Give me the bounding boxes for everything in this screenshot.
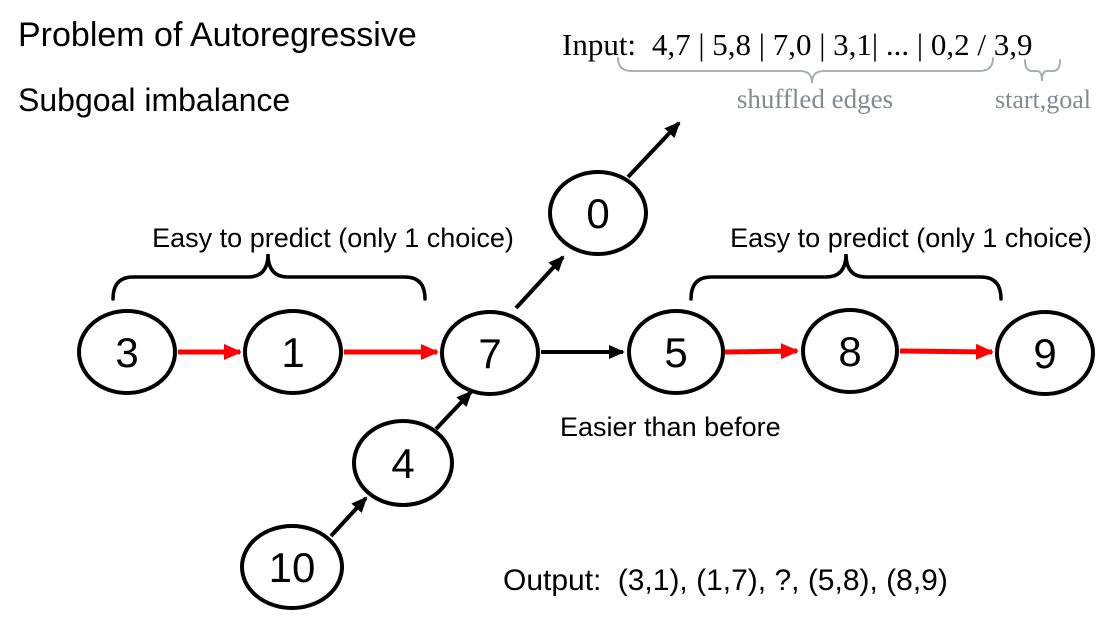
page-title: Problem of Autoregressive: [18, 16, 417, 54]
input-label: Input:: [562, 27, 636, 62]
start-goal-label: start,goal: [995, 85, 1091, 114]
input-sequence: 4,7 | 5,8 | 7,0 | 3,1| ... | 0,2 / 3,9: [652, 27, 1033, 62]
easy-to-predict-left-label: Easy to predict (only 1 choice): [152, 223, 514, 253]
node-4-label: 4: [391, 440, 414, 487]
node-8-label: 8: [838, 328, 861, 375]
edge-8-9: [899, 343, 994, 360]
input-line: Input: 4,7 | 5,8 | 7,0 | 3,1| ... | 0,2 …: [562, 27, 1032, 62]
output-sequence: (3,1), (1,7), ?, (5,8), (8,9): [618, 564, 948, 597]
node-7: 7: [440, 310, 540, 396]
edge-0-input: [626, 121, 681, 179]
node-8: 8: [801, 308, 899, 394]
node-10: 10: [240, 524, 344, 610]
node-5-circle: [627, 309, 725, 395]
node-9-circle: [995, 310, 1095, 396]
edge-5-8: [724, 343, 799, 360]
edge-10-4: [329, 496, 368, 538]
node-9: 9: [995, 310, 1095, 396]
node-10-circle: [240, 524, 344, 610]
easier-than-before-label: Easier than before: [560, 412, 781, 442]
node-7-label: 7: [478, 330, 501, 377]
node-0-circle: [548, 170, 648, 256]
page-subtitle: Subgoal imbalance: [18, 82, 290, 118]
node-4: 4: [352, 419, 454, 507]
node-10-label: 10: [269, 544, 316, 591]
node-4-circle: [352, 419, 454, 507]
shuffled-edges-underbrace: [617, 57, 994, 84]
shuffled-edges-label: shuffled edges: [737, 84, 893, 114]
edge-4-7: [434, 390, 473, 431]
node-5: 5: [627, 309, 725, 395]
node-9-label: 9: [1033, 330, 1056, 377]
node-3-label: 3: [115, 329, 138, 376]
easy-left-overbrace: [111, 253, 427, 301]
node-3: 3: [77, 309, 177, 395]
node-3-circle: [77, 309, 177, 395]
output-label: Output:: [503, 564, 601, 597]
node-0-label: 0: [586, 190, 609, 237]
output-line: Output: (3,1), (1,7), ?, (5,8), (8,9): [503, 564, 948, 597]
node-5-label: 5: [664, 329, 687, 376]
node-0: 0: [548, 170, 648, 256]
easy-to-predict-right-label: Easy to predict (only 1 choice): [730, 223, 1092, 253]
node-1-label: 1: [281, 329, 304, 376]
edge-7-0: [514, 255, 565, 310]
easy-right-overbrace: [689, 253, 1003, 301]
node-8-circle: [801, 308, 899, 394]
node-7-circle: [440, 310, 540, 396]
start-goal-underbrace: [1024, 59, 1061, 82]
node-1-circle: [243, 309, 343, 395]
node-1: 1: [243, 309, 343, 395]
